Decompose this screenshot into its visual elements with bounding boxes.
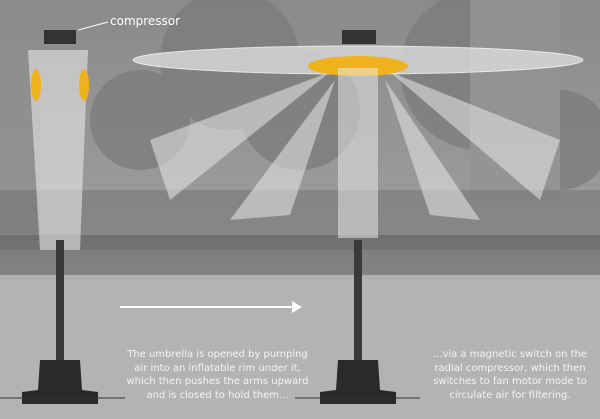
caption-filtering: ...via a magnetic switch on the radial c… <box>432 349 588 401</box>
closed-umbrella <box>0 30 125 404</box>
compressor-label: compressor <box>110 14 181 28</box>
open-canopy <box>132 30 584 220</box>
compressor-leader-line <box>77 21 109 31</box>
arrow <box>120 301 302 313</box>
street <box>0 280 600 419</box>
background-crowd <box>0 190 600 275</box>
caption-opening: The umbrella is opened by pumping air in… <box>126 349 309 401</box>
open-umbrella-pole <box>295 68 420 404</box>
